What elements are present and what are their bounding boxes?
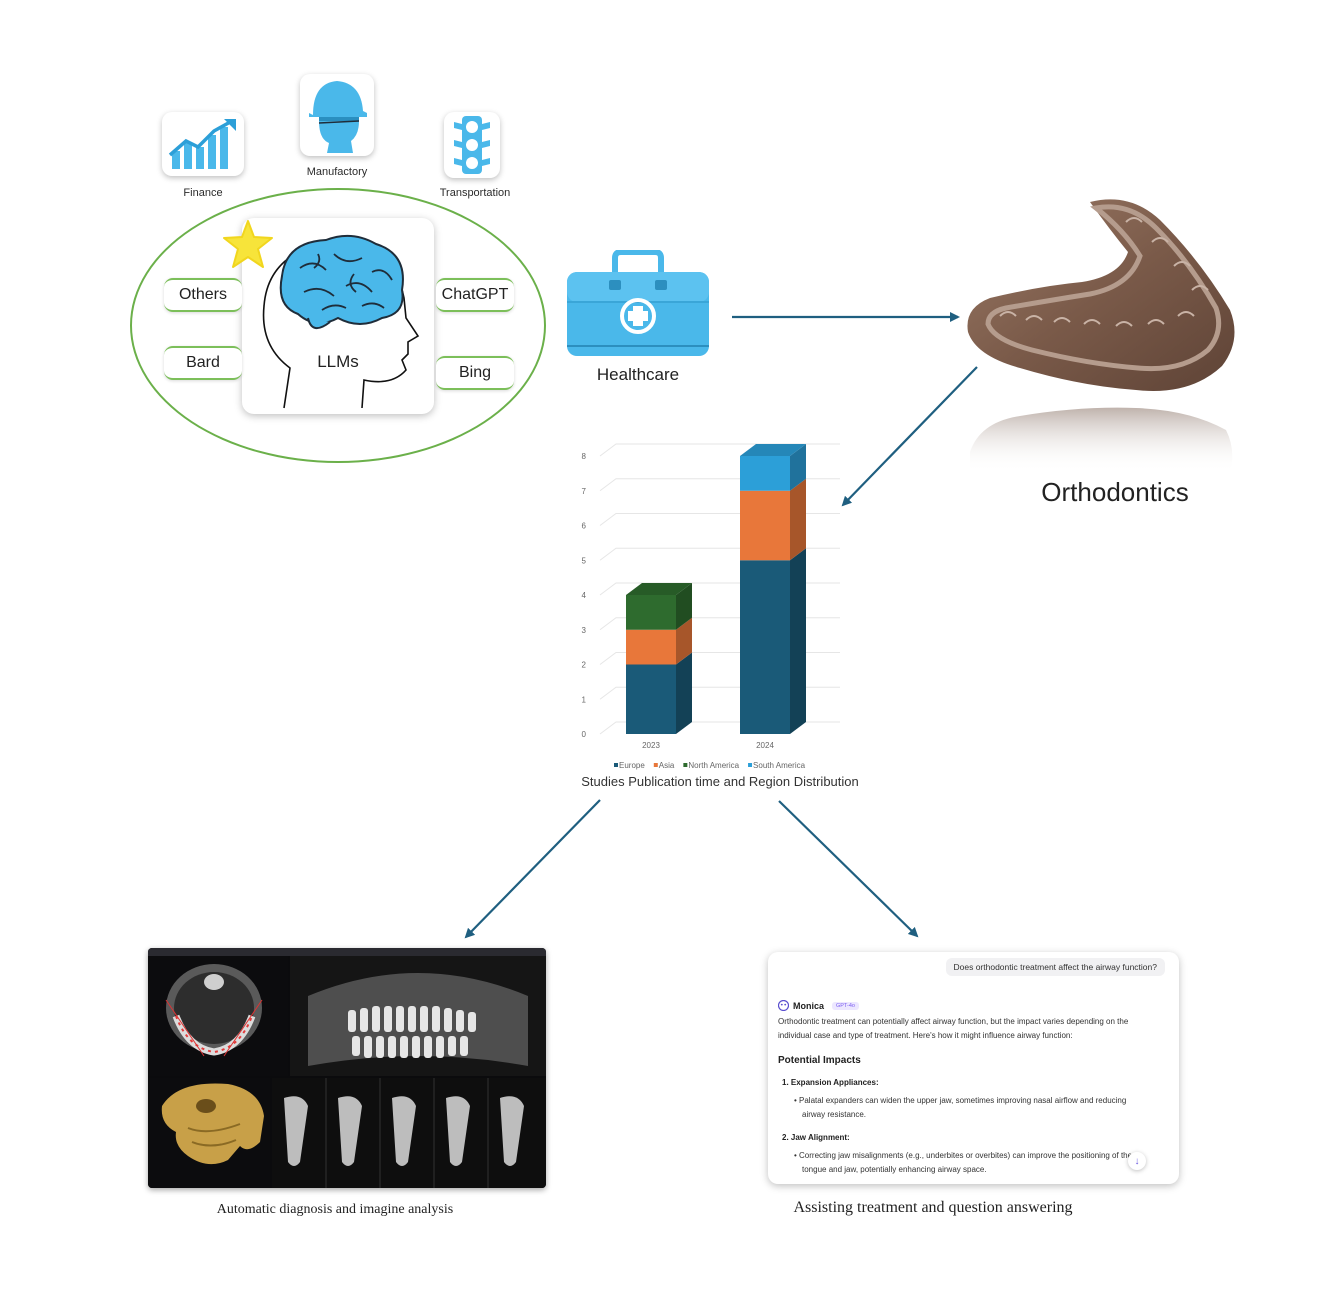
item-2-line-1: • Correcting jaw misalignments (e.g., un… <box>794 1151 1133 1160</box>
y-tick-label: 6 <box>582 522 587 531</box>
manufactory-tile <box>300 74 374 156</box>
llm-head-card: LLMs <box>242 218 434 414</box>
cbct-toolbar <box>148 948 546 956</box>
legend-swatch <box>653 763 658 767</box>
x-tick-label: 2023 <box>642 741 660 750</box>
item-2-title: 2. Jaw Alignment: <box>782 1133 850 1142</box>
brain-head-icon <box>262 234 420 409</box>
x-tick-label: 2024 <box>756 741 774 750</box>
bar-segment-side <box>790 444 806 491</box>
y-tick-label: 2 <box>582 661 587 670</box>
medical-bag-icon <box>567 250 709 356</box>
intro-line-1: Orthodontic treatment can potentially af… <box>778 1017 1129 1026</box>
diagnosis-caption: Automatic diagnosis and imagine analysis <box>216 1202 454 1217</box>
cbct-viewer-icon <box>148 956 546 1188</box>
hardhat-worker-icon <box>309 81 367 153</box>
legend-label: South America <box>753 761 806 770</box>
legend-label: North America <box>688 761 739 770</box>
aligner-icon <box>967 199 1235 472</box>
bar-segment-top <box>626 583 692 595</box>
bar-segment-side <box>790 478 806 561</box>
assistant-header: Monica GPT-4o <box>778 1000 859 1011</box>
assistant-avatar-icon <box>778 1000 789 1011</box>
y-tick-label: 7 <box>582 487 587 496</box>
legend-swatch <box>614 763 618 767</box>
finance-tile <box>162 112 244 176</box>
legend-swatch <box>748 763 753 767</box>
traffic-light-icon <box>454 116 490 174</box>
bar-segment-side <box>676 583 692 630</box>
llms-label: LLMs <box>317 352 359 371</box>
item-2-line-2: tongue and jaw, potentially enhancing ai… <box>802 1165 987 1174</box>
arrow-chart-to-diagnosis <box>464 799 601 939</box>
assistant-name: Monica <box>793 1000 825 1011</box>
y-tick-label: 4 <box>582 591 587 600</box>
bar-segment-side <box>790 548 806 734</box>
llm-cluster-ellipse <box>130 188 546 463</box>
y-tick-label: 5 <box>582 556 587 565</box>
bar-segment <box>740 560 790 734</box>
finance-label: Finance <box>183 187 223 199</box>
bar-segment <box>626 629 676 665</box>
model-bard: Bard <box>164 346 242 380</box>
manufactory-label: Manufactory <box>306 166 368 178</box>
orthodontics-label: Orthodontics <box>1041 477 1189 507</box>
bar-segment-top <box>740 444 806 456</box>
model-others: Others <box>164 278 242 312</box>
growth-chart-icon <box>168 119 236 169</box>
chat-panel: Does orthodontic treatment affect the ai… <box>768 952 1179 1184</box>
bar-segment <box>740 456 790 491</box>
bar-segment-side <box>676 617 692 665</box>
y-tick-label: 1 <box>582 695 587 704</box>
bar-segment <box>626 595 676 630</box>
cbct-analysis-screenshot <box>148 948 546 1188</box>
transportation-label: Transportation <box>439 187 511 199</box>
scroll-down-icon[interactable]: ↓ <box>1128 1152 1146 1170</box>
bar-segment-side <box>676 652 692 734</box>
impacts-heading: Potential Impacts <box>778 1055 861 1066</box>
bar-segment <box>740 490 790 561</box>
arrow-orthodontics-to-chart <box>841 366 978 507</box>
y-tick-label: 3 <box>582 626 587 635</box>
intro-line-2: individual case and type of treatment. H… <box>778 1031 1073 1040</box>
legend-label: Asia <box>659 761 675 770</box>
healthcare-label: Healthcare <box>596 365 680 384</box>
user-question: Does orthodontic treatment affect the ai… <box>945 958 1165 976</box>
model-chatgpt: ChatGPT <box>436 278 514 312</box>
item-1-title: 1. Expansion Appliances: <box>782 1078 879 1087</box>
model-bing: Bing <box>436 356 514 390</box>
star-icon <box>223 220 273 268</box>
model-badge: GPT-4o <box>832 1001 859 1010</box>
treatment-caption: Assisting treatment and question answeri… <box>793 1199 1073 1216</box>
transportation-tile <box>444 112 500 178</box>
chart-caption: Studies Publication time and Region Dist… <box>581 774 859 789</box>
legend-swatch <box>683 763 688 767</box>
y-tick-label: 0 <box>582 730 587 739</box>
y-tick-label: 8 <box>582 452 587 461</box>
legend-label: Europe <box>619 761 645 770</box>
arrow-chart-to-treatment <box>778 800 919 938</box>
item-1-line-1: • Palatal expanders can widen the upper … <box>794 1096 1127 1105</box>
bar-segment <box>626 664 676 734</box>
item-1-line-2: airway resistance. <box>802 1110 867 1119</box>
